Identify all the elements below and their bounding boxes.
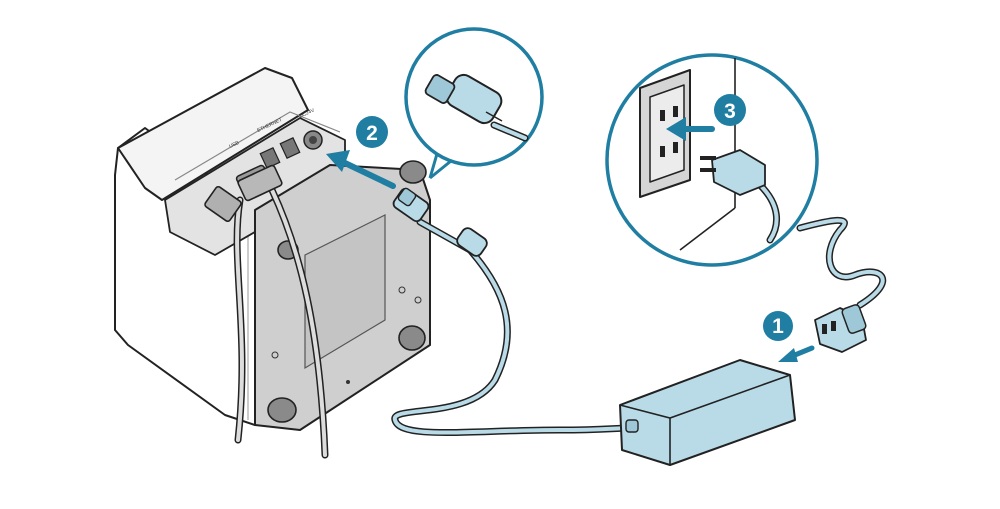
ac-power-cord bbox=[796, 216, 887, 353]
outlet-icon bbox=[639, 69, 691, 198]
power-adapter-icon bbox=[619, 359, 796, 466]
printer-icon: ETHERNET USB DC24V bbox=[114, 67, 431, 459]
step-number-1: 1 bbox=[772, 315, 784, 338]
dc-cable bbox=[391, 187, 634, 436]
step-number-2: 2 bbox=[366, 122, 378, 145]
step-badge-2: 2 bbox=[356, 116, 388, 148]
arrow-icon bbox=[666, 117, 715, 141]
arrow-icon bbox=[778, 345, 815, 362]
plug-icon bbox=[700, 149, 781, 244]
step-badge-3: 3 bbox=[714, 94, 746, 126]
callout-outlet-zoom bbox=[605, 53, 819, 267]
port-label-b: USB bbox=[228, 140, 240, 150]
step-badge-1: 1 bbox=[763, 311, 793, 341]
callout-plug-zoom bbox=[404, 27, 544, 180]
plug-icon bbox=[424, 73, 529, 142]
arrow-icon bbox=[326, 150, 396, 189]
step-number-3: 3 bbox=[724, 100, 736, 123]
